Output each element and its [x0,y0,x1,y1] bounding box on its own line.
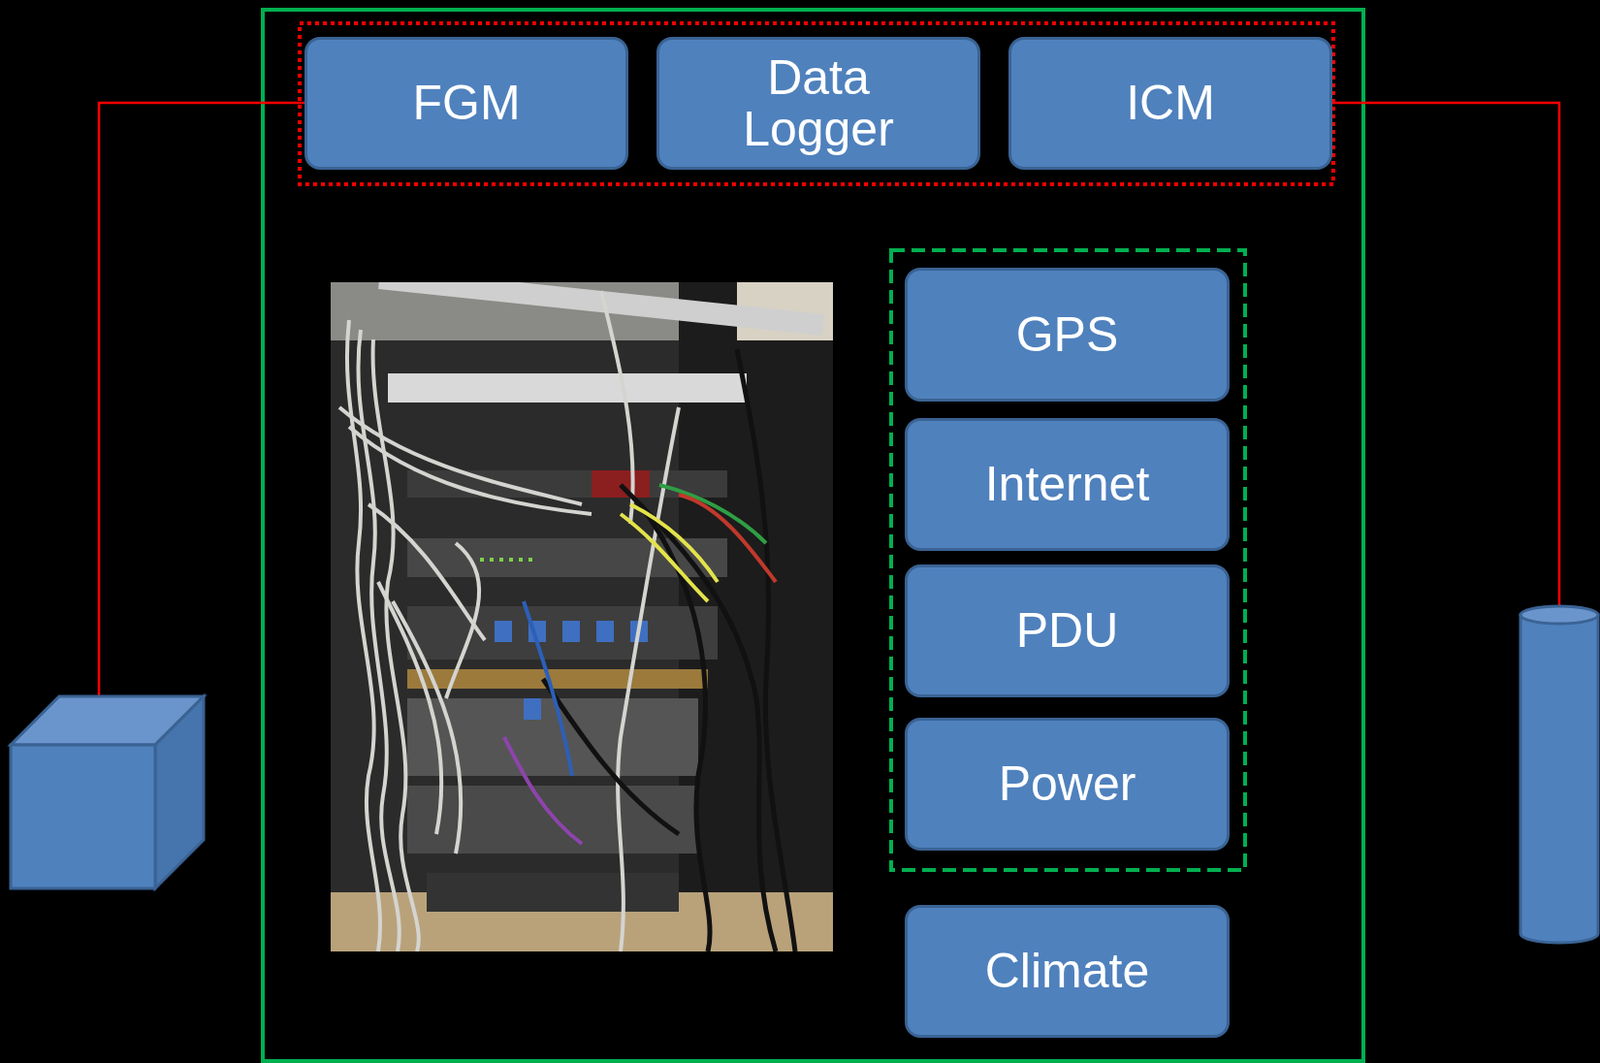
cylinder-sensor [1520,606,1599,943]
photo-detail [10,744,156,889]
infrastructure-box: Power [904,717,1230,851]
infrastructure-box: Internet [904,417,1230,551]
photo-detail [504,736,582,844]
photo-detail [349,426,592,514]
box-label: GPS [1016,309,1120,361]
photo-detail [523,698,542,720]
photo-detail [543,349,796,952]
photo-detail [678,494,776,582]
infrastructure-group-outline [891,250,1246,870]
box-label: Power [998,758,1137,810]
box-label: Climate [985,945,1150,997]
box-label: Internet [985,458,1151,511]
cube-sensor [10,696,204,889]
photo-detail [407,785,699,854]
photo-detail [378,581,442,834]
photo-detail [620,484,776,952]
photo-detail [528,557,533,562]
photo-detail [426,872,679,912]
box-label: Data Logger [706,52,930,155]
sensor-group-outline [299,23,1334,185]
enclosure-outline [262,9,1364,1061]
box-label: ICM [1125,77,1216,129]
photo-detail [480,557,484,562]
photo-detail [155,696,204,889]
logger-box: Data Logger [656,36,981,170]
photo-detail [339,290,679,952]
photo-detail [480,557,533,562]
box-label: PDU [1016,605,1120,657]
environment-box: Climate [904,904,1230,1038]
photo-detail [601,290,634,524]
photo-detail [504,484,776,844]
photo-detail [330,282,833,952]
photo-detail [640,504,710,952]
rack-photo [330,267,833,952]
photo-detail [489,557,494,562]
photo-detail [736,349,796,952]
infrastructure-box: PDU [904,564,1230,698]
photo-detail [1520,614,1599,943]
photo-detail [562,620,580,642]
photo-detail [387,373,747,403]
sensor-box: FGM [304,36,629,170]
box-label: FGM [412,77,520,129]
photo-detail [407,606,718,660]
photo-detail [446,543,480,699]
photo-detail [378,282,825,336]
photo-detail [330,282,833,952]
photo-detail [392,601,461,854]
sensor-cable [1332,102,1560,615]
photo-detail [509,557,513,562]
photo-detail [373,339,419,952]
photo-detail [368,504,485,640]
sensor-cable [98,102,305,697]
photo-detail [620,513,708,602]
photo-detail [1520,606,1599,624]
infrastructure-box: GPS [904,267,1230,402]
photo-detail [494,620,512,642]
sensor-box: ICM [1008,36,1333,170]
photo-detail [518,557,523,562]
photo-detail [630,504,718,582]
photo-detail [499,557,504,562]
photo-detail [523,601,573,776]
photo-detail [596,620,614,642]
photo-detail [659,484,767,544]
photo-detail [591,470,650,498]
photo-detail [543,678,679,834]
